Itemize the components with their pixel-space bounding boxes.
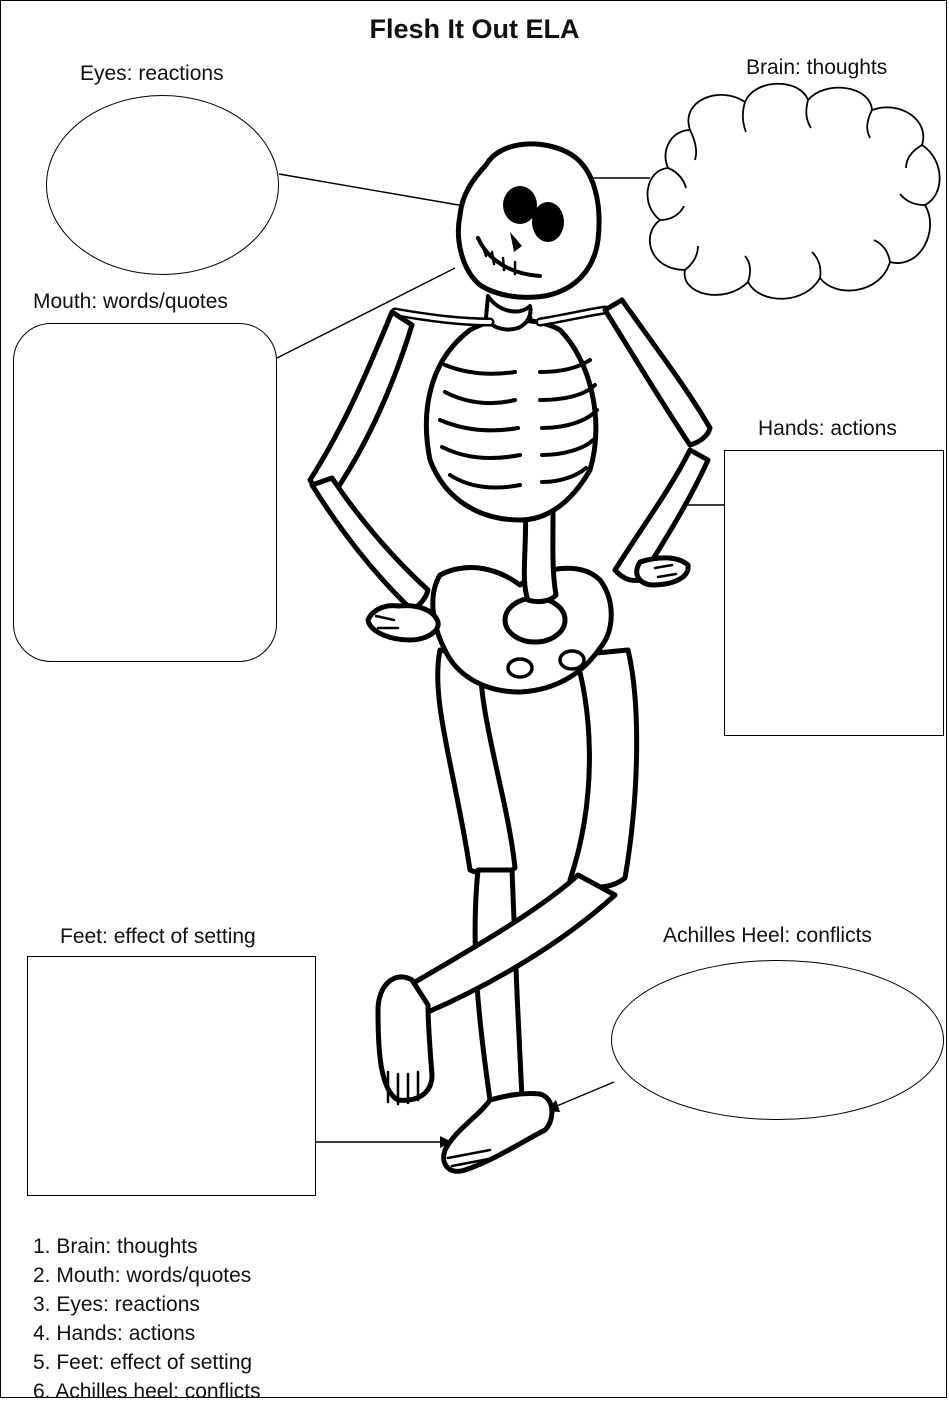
list-item: 6. Achilles heel: conflicts <box>33 1377 261 1406</box>
list-item: 1. Brain: thoughts <box>33 1232 261 1261</box>
skeleton-icon <box>310 144 710 1171</box>
list-item: 2. Mouth: words/quotes <box>33 1261 261 1290</box>
list-item: 5. Feet: effect of setting <box>33 1348 261 1377</box>
brain-cloud-shape[interactable] <box>648 84 940 299</box>
list-item: 4. Hands: actions <box>33 1319 261 1348</box>
instructions-list: 1. Brain: thoughts 2. Mouth: words/quote… <box>33 1232 261 1406</box>
list-item: 3. Eyes: reactions <box>33 1290 261 1319</box>
